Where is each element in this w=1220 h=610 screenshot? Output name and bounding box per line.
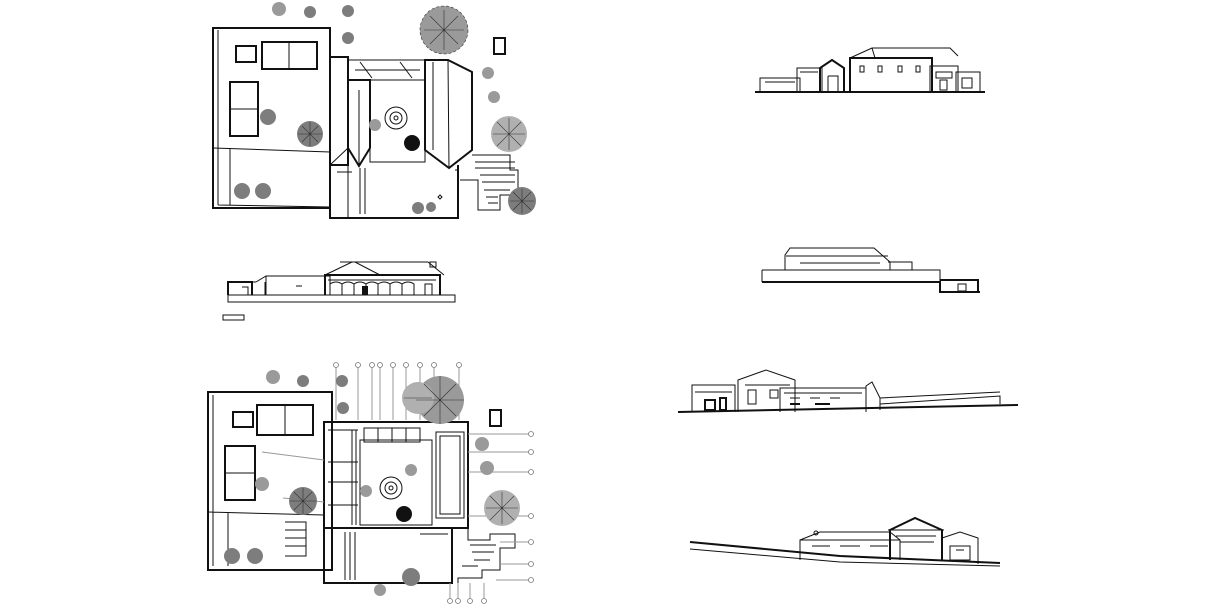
- shrub-icon: [247, 548, 263, 564]
- arcade: [329, 281, 415, 295]
- floor-plan: [207, 362, 534, 604]
- shrub-icon: [304, 6, 316, 18]
- tree-canopy-icon: [402, 376, 464, 424]
- shrub-icon: [426, 202, 436, 212]
- west-wing: [329, 56, 349, 166]
- outbuilding: [493, 37, 506, 55]
- shrub-icon: [224, 548, 240, 564]
- shrub-icon: [369, 119, 381, 131]
- tree-canopy-icon: [491, 116, 527, 152]
- ground-plinth: [227, 294, 456, 303]
- shrub-icon: [272, 2, 286, 16]
- tree-canopy-icon: [508, 187, 536, 215]
- shrub-icon: [337, 402, 349, 414]
- ground-line: [762, 281, 980, 293]
- shrub-icon: [342, 5, 354, 17]
- shrub-icon: [342, 32, 354, 44]
- shrub-icon: [412, 202, 424, 214]
- shrub-icon: [480, 461, 494, 475]
- shrub-icon: [402, 568, 420, 586]
- outbuilding: [489, 409, 502, 427]
- grid-lines: [261, 365, 530, 600]
- fountain-icon: [384, 106, 408, 130]
- shrub-icon: [396, 506, 412, 522]
- scale-bar: [222, 314, 245, 321]
- grid-bubble-icon: [333, 362, 534, 604]
- courtyard: [359, 439, 433, 526]
- tree-canopy-icon: [297, 121, 323, 147]
- shrub-icon: [488, 91, 500, 103]
- shrub-icon: [297, 375, 309, 387]
- planter-box: [232, 411, 254, 428]
- elevation-right-1: [755, 47, 985, 93]
- elevation-right-2: [761, 247, 980, 293]
- elevation-left: [222, 261, 456, 321]
- shrub-icon: [255, 183, 271, 199]
- tree-canopy-icon: [484, 490, 520, 526]
- shrub-icon: [482, 67, 494, 79]
- tree-canopy-icon: [419, 5, 469, 55]
- shrub-icon: [260, 109, 276, 125]
- courtyard: [369, 79, 426, 163]
- shrub-icon: [374, 584, 386, 596]
- planter-box: [235, 45, 257, 63]
- elevation-right-4: [689, 516, 1001, 567]
- garden-boundary: [207, 391, 333, 571]
- building-outline: [323, 421, 469, 529]
- shrub-icon: [336, 375, 348, 387]
- shrub-icon: [405, 464, 417, 476]
- elevation-right-3: [677, 369, 1019, 413]
- tree-canopy-icon: [289, 487, 317, 515]
- shrub-icon: [266, 370, 280, 384]
- shrub-icon: [255, 477, 269, 491]
- shrub-icon: [360, 485, 372, 497]
- ground-line: [689, 541, 1001, 564]
- ground-line: [677, 404, 1019, 413]
- roof-plan: [212, 2, 536, 219]
- fountain-icon: [379, 476, 403, 500]
- south-block: [329, 165, 459, 219]
- shrub-icon: [475, 437, 489, 451]
- shrub-icon: [404, 135, 420, 151]
- shrub-icon: [234, 183, 250, 199]
